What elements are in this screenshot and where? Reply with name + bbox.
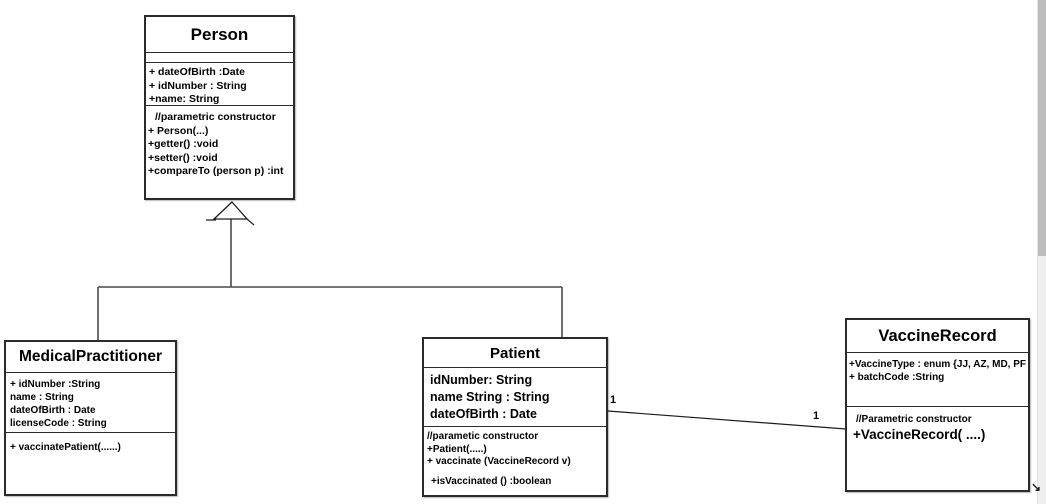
method: + Person(...)	[148, 124, 209, 137]
class-title: MedicalPractitioner	[6, 342, 175, 373]
class-title: VaccineRecord	[847, 320, 1028, 353]
methods-compartment: + vaccinatePatient(......)	[6, 433, 175, 454]
method: +getter() :void	[148, 138, 219, 150]
multiplicity-label-vaccine-end: 1	[813, 410, 820, 422]
methods-compartment: //parametric constructor + Person(...) +…	[146, 106, 293, 179]
class-box-vaccine-record: VaccineRecord +VaccineType : enum {JJ, A…	[845, 318, 1030, 492]
methods-compartment: //parametic constructor +Patient(.....) …	[424, 427, 606, 488]
attributes-compartment: + dateOfBirth :Date + idNumber : String …	[146, 63, 293, 106]
triangle-sketch-strokes	[206, 218, 255, 226]
attribute: +name: String	[149, 93, 220, 105]
empty-compartment	[146, 53, 293, 63]
attribute: + idNumber :String	[10, 379, 101, 390]
attributes-compartment: +VaccineType : enum {JJ, AZ, MD, PF + ba…	[847, 353, 1028, 407]
method: + vaccinatePatient(......)	[10, 442, 121, 453]
multiplicity-label-patient-end: 1	[610, 394, 617, 406]
class-box-medical-practitioner: MedicalPractitioner + idNumber :String n…	[4, 340, 177, 496]
method: +compareTo (person p) :int	[148, 165, 284, 177]
attribute: + dateOfBirth :Date	[149, 66, 245, 78]
attribute: licenseCode : String	[10, 418, 107, 429]
class-title: Patient	[424, 339, 606, 368]
attributes-compartment: + idNumber :String name : String dateOfB…	[6, 373, 175, 433]
method: + vaccinate (VaccineRecord v)	[427, 456, 571, 467]
methods-compartment: //Parametric constructor +VaccineRecord(…	[847, 407, 1028, 443]
generalization-arrow-icon	[212, 201, 249, 220]
attributes-compartment: idNumber: String name String : String da…	[424, 368, 606, 427]
method-comment: //Parametric constructor	[856, 414, 972, 425]
attribute: dateOfBirth : Date	[430, 407, 537, 421]
attribute: + idNumber : String	[149, 79, 247, 92]
method-comment: //parametric constructor	[155, 111, 276, 123]
class-box-patient: Patient idNumber: String name String : S…	[422, 337, 608, 497]
method: +VaccineRecord( ....)	[853, 427, 986, 442]
association-line	[607, 410, 847, 430]
class-box-person: Person + dateOfBirth :Date + idNumber : …	[144, 15, 295, 200]
mouse-cursor-icon: ↘	[1031, 480, 1042, 494]
method: +isVaccinated () :boolean	[431, 475, 552, 487]
inheritance-tree-line	[97, 217, 563, 341]
attribute: dateOfBirth : Date	[10, 405, 96, 416]
attribute: + batchCode :String	[849, 372, 945, 383]
method: +setter() :void	[148, 151, 218, 164]
attribute: idNumber: String	[430, 373, 533, 387]
method: +Patient(.....)	[427, 443, 487, 455]
attribute: +VaccineType : enum {JJ, AZ, MD, PF	[849, 359, 1026, 370]
vertical-scrollbar-thumb[interactable]	[1038, 0, 1046, 256]
method-comment: //parametic constructor	[427, 431, 539, 442]
class-title: Person	[146, 17, 293, 53]
attribute: name : String	[10, 392, 74, 403]
attribute: name String : String	[430, 390, 550, 404]
